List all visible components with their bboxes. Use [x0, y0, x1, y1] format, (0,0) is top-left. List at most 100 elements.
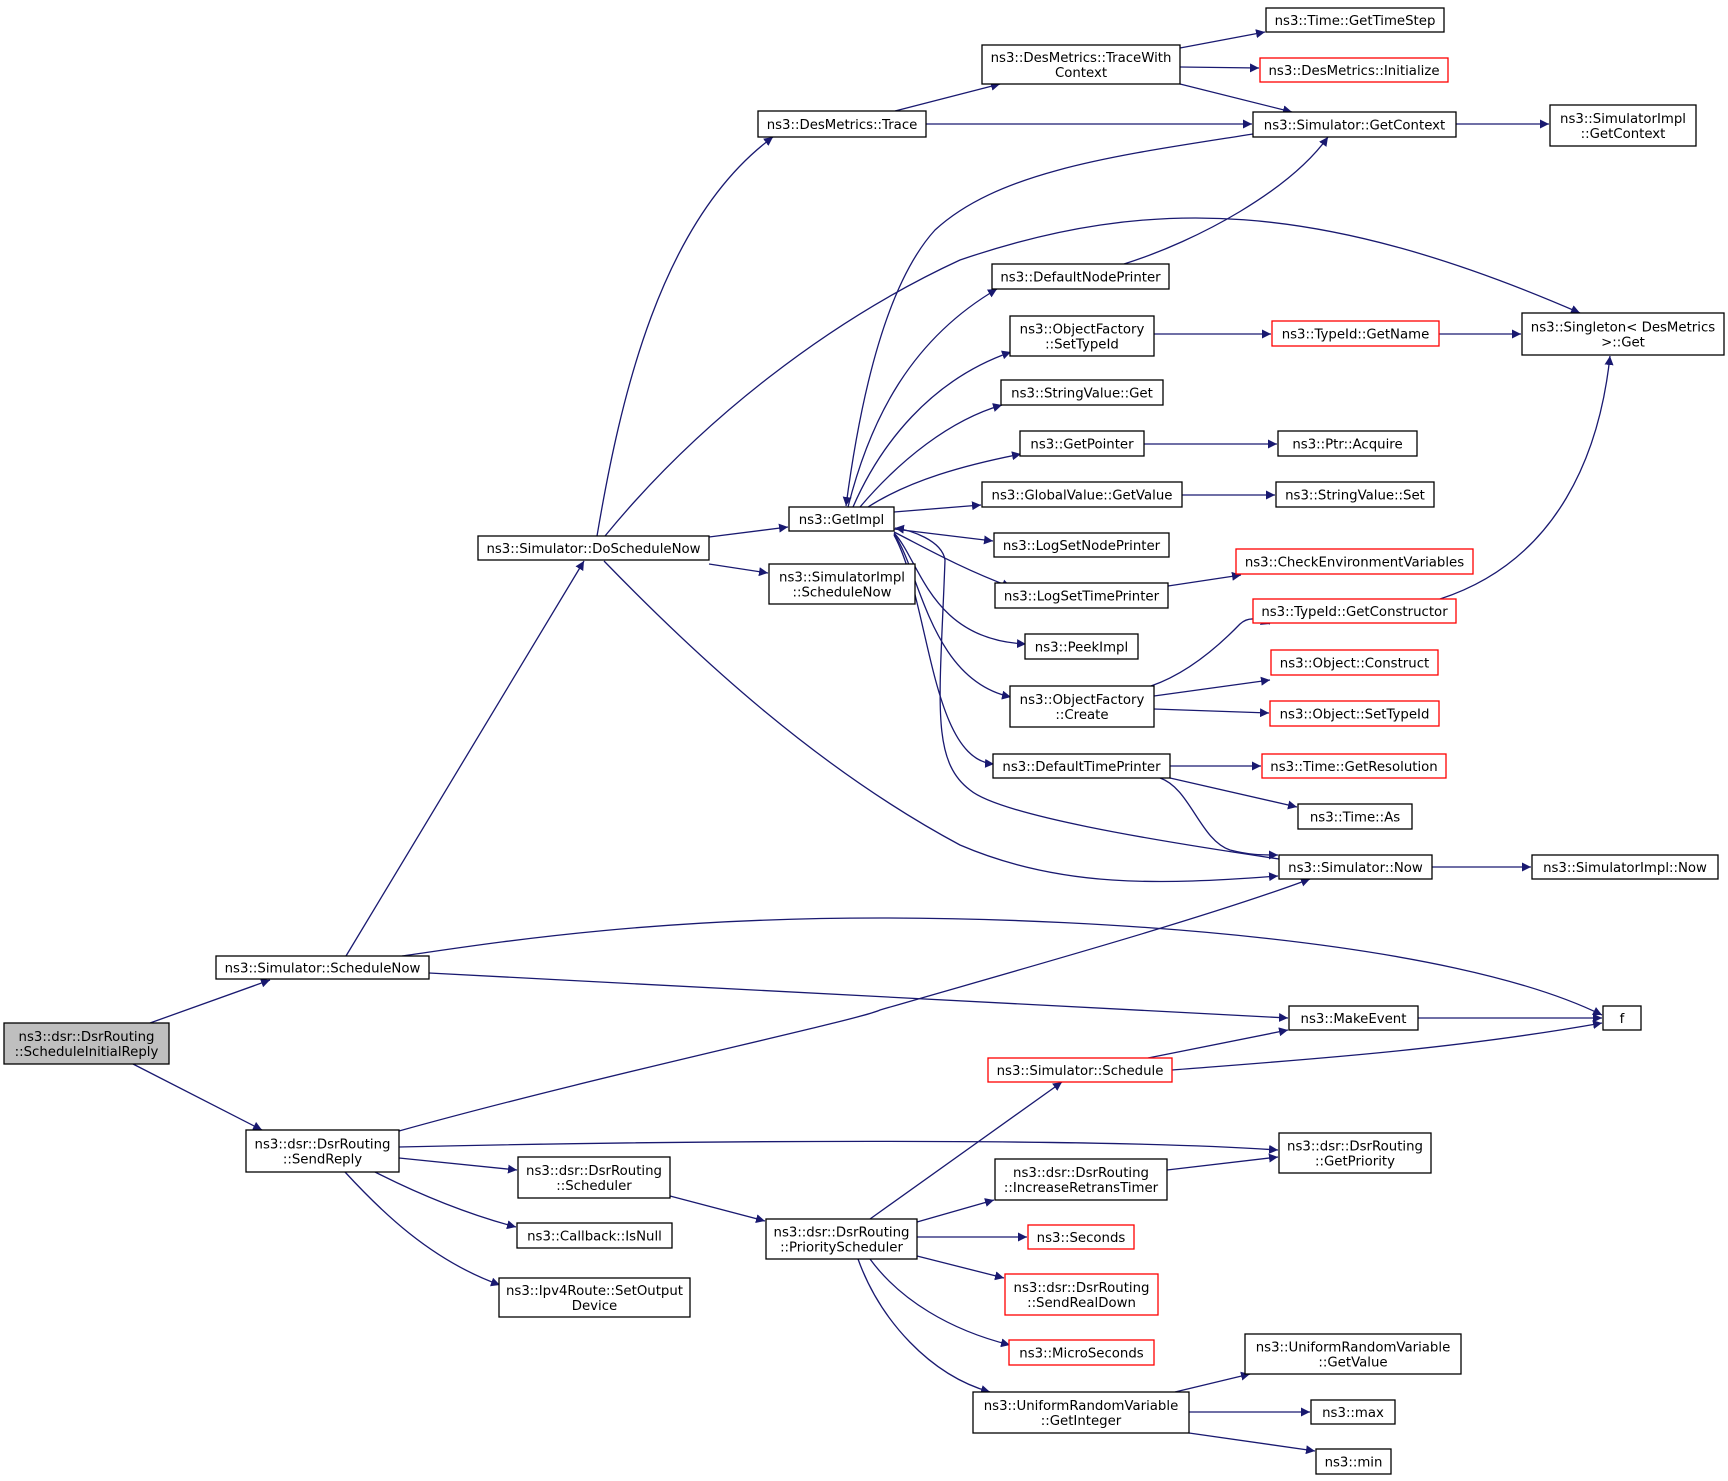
node-dsrIncreaseRetransTimer[interactable]: ns3::dsr::DsrRouting::IncreaseRetransTim… — [994, 1158, 1168, 1201]
node-defaultTimePrinter[interactable]: ns3::DefaultTimePrinter — [992, 753, 1171, 779]
node-ofSetTypeId[interactable]: ns3::ObjectFactory::SetTypeId — [1009, 315, 1155, 357]
node-label: ns3::UniformRandomVariable — [984, 1399, 1179, 1414]
node-simImplGetContext[interactable]: ns3::SimulatorImpl::GetContext — [1549, 104, 1697, 147]
node-logSetTimePrinter[interactable]: ns3::LogSetTimePrinter — [994, 582, 1169, 609]
node-dsrSendRealDown[interactable]: ns3::dsr::DsrRouting::SendRealDown — [1004, 1273, 1159, 1316]
node-label: ns3::dsr::DsrRouting — [19, 1030, 155, 1045]
node-objectConstruct[interactable]: ns3::Object::Construct — [1270, 649, 1439, 676]
node-desInitialize[interactable]: ns3::DesMetrics::Initialize — [1259, 57, 1449, 83]
edge-doScheduleNow-to-simNow — [603, 560, 1279, 883]
node-label: ns3::Callback::IsNull — [527, 1230, 662, 1245]
node-box — [1270, 649, 1439, 676]
edge-traceWithContext-to-timeGetTimeStep — [1179, 29, 1266, 49]
node-box — [1009, 685, 1155, 728]
node-urvGetValue[interactable]: ns3::UniformRandomVariable::GetValue — [1244, 1333, 1462, 1375]
node-box — [1277, 430, 1418, 457]
node-globalValueGetValue[interactable]: ns3::GlobalValue::GetValue — [981, 481, 1183, 508]
node-doScheduleNow[interactable]: ns3::Simulator::DoScheduleNow — [477, 535, 710, 561]
node-box — [757, 110, 927, 138]
node-microSeconds[interactable]: ns3::MicroSeconds — [1008, 1339, 1155, 1366]
node-simNow[interactable]: ns3::Simulator::Now — [1278, 854, 1433, 880]
node-label: Context — [1055, 66, 1107, 81]
node-timeGetResolution[interactable]: ns3::Time::GetResolution — [1261, 753, 1447, 779]
edge-line — [1153, 708, 1270, 718]
edge-line — [1188, 1432, 1316, 1455]
node-f[interactable]: f — [1602, 1005, 1642, 1031]
node-box — [1244, 1333, 1462, 1375]
node-seconds[interactable]: ns3::Seconds — [1027, 1224, 1135, 1250]
node-sendReply[interactable]: ns3::dsr::DsrRouting::SendReply — [245, 1129, 400, 1173]
node-box — [994, 1158, 1168, 1201]
node-makeEvent[interactable]: ns3::MakeEvent — [1288, 1005, 1419, 1031]
node-dsrScheduler[interactable]: ns3::dsr::DsrRouting::Scheduler — [517, 1156, 671, 1199]
node-ptrAcquire[interactable]: ns3::Ptr::Acquire — [1277, 430, 1418, 457]
edge-line — [893, 531, 1012, 589]
node-singletonGet[interactable]: ns3::Singleton< DesMetrics>::Get — [1521, 312, 1725, 356]
node-desTrace[interactable]: ns3::DesMetrics::Trace — [757, 110, 927, 138]
node-stringValueSet[interactable]: ns3::StringValue::Set — [1275, 481, 1435, 508]
node-label: ::SetTypeId — [1045, 338, 1119, 353]
node-label: ns3::MakeEvent — [1301, 1012, 1407, 1027]
edge-line — [604, 217, 1581, 537]
node-dsrPriorityScheduler[interactable]: ns3::dsr::DsrRouting::PriorityScheduler — [765, 1218, 918, 1260]
node-box — [1269, 700, 1440, 727]
node-objectSetTypeId[interactable]: ns3::Object::SetTypeId — [1269, 700, 1440, 727]
node-nsMax[interactable]: ns3::max — [1310, 1399, 1396, 1425]
node-scheduleNow[interactable]: ns3::Simulator::ScheduleNow — [215, 955, 430, 980]
node-box — [788, 506, 895, 532]
call-edges — [132, 29, 1614, 1455]
node-box — [517, 1156, 671, 1199]
node-dsrGetPriority[interactable]: ns3::dsr::DsrRouting::GetPriority — [1278, 1132, 1432, 1174]
node-box — [1004, 1273, 1159, 1316]
edge-line — [1169, 777, 1298, 810]
edge-line — [857, 1258, 991, 1394]
node-timeAs[interactable]: ns3::Time::As — [1297, 803, 1413, 830]
node-peekImpl[interactable]: ns3::PeekImpl — [1024, 633, 1139, 660]
node-getPointer[interactable]: ns3::GetPointer — [1019, 430, 1145, 457]
edge-defaultNodePrinter-to-simGetContext — [1123, 136, 1329, 265]
node-defaultNodePrinter[interactable]: ns3::DefaultNodePrinter — [991, 263, 1170, 290]
node-simImplNow[interactable]: ns3::SimulatorImpl::Now — [1531, 854, 1719, 880]
node-timeGetTimeStep[interactable]: ns3::Time::GetTimeStep — [1265, 7, 1445, 33]
node-label: ns3::dsr::DsrRouting — [774, 1226, 910, 1241]
node-urvGetInteger[interactable]: ns3::UniformRandomVariable::GetInteger — [972, 1391, 1190, 1434]
node-box — [1315, 1448, 1392, 1475]
node-checkEnv[interactable]: ns3::CheckEnvironmentVariables — [1235, 548, 1474, 575]
edge-getImpl-to-peekImpl — [893, 532, 1027, 649]
node-label: ns3::dsr::DsrRouting — [1013, 1166, 1149, 1181]
node-label: ns3::UniformRandomVariable — [1256, 1341, 1451, 1356]
node-box — [1024, 633, 1139, 660]
node-getImpl[interactable]: ns3::GetImpl — [788, 506, 895, 532]
node-label: ns3::min — [1325, 1456, 1383, 1471]
node-box — [981, 481, 1183, 508]
edge-line — [847, 288, 998, 508]
edge-line — [708, 563, 769, 577]
edge-line — [1147, 1027, 1289, 1059]
node-simSchedule[interactable]: ns3::Simulator::Schedule — [987, 1057, 1173, 1083]
edge-getImpl-to-getPointer — [867, 451, 1022, 508]
node-box — [1602, 1005, 1642, 1031]
node-logSetNodePrinter[interactable]: ns3::LogSetNodePrinter — [993, 532, 1170, 558]
edge-line — [596, 136, 774, 537]
node-typeIdGetConstructor[interactable]: ns3::TypeId::GetConstructor — [1252, 598, 1457, 624]
edge-line — [708, 523, 789, 538]
node-simGetContext[interactable]: ns3::Simulator::GetContext — [1252, 111, 1457, 138]
edge-root-to-sendReply — [132, 1063, 263, 1131]
node-label: ns3::GetPointer — [1030, 438, 1134, 453]
edge-getImpl-to-ofCreate — [893, 533, 1012, 700]
node-label: ns3::Seconds — [1037, 1231, 1126, 1246]
node-typeIdGetName[interactable]: ns3::TypeId::GetName — [1271, 320, 1440, 347]
node-ofCreate[interactable]: ns3::ObjectFactory::Create — [1009, 685, 1155, 728]
node-label: ns3::SimulatorImpl — [779, 571, 905, 586]
edge-line — [1439, 355, 1614, 600]
node-nsMin[interactable]: ns3::min — [1315, 1448, 1392, 1475]
node-simImplScheduleNow[interactable]: ns3::SimulatorImpl::ScheduleNow — [768, 563, 916, 605]
node-stringValueGet[interactable]: ns3::StringValue::Get — [1000, 379, 1164, 406]
node-box — [1235, 548, 1474, 575]
node-box — [1297, 803, 1413, 830]
node-box — [1261, 753, 1447, 779]
node-box — [498, 1277, 691, 1318]
node-callbackIsNull[interactable]: ns3::Callback::IsNull — [516, 1222, 673, 1249]
